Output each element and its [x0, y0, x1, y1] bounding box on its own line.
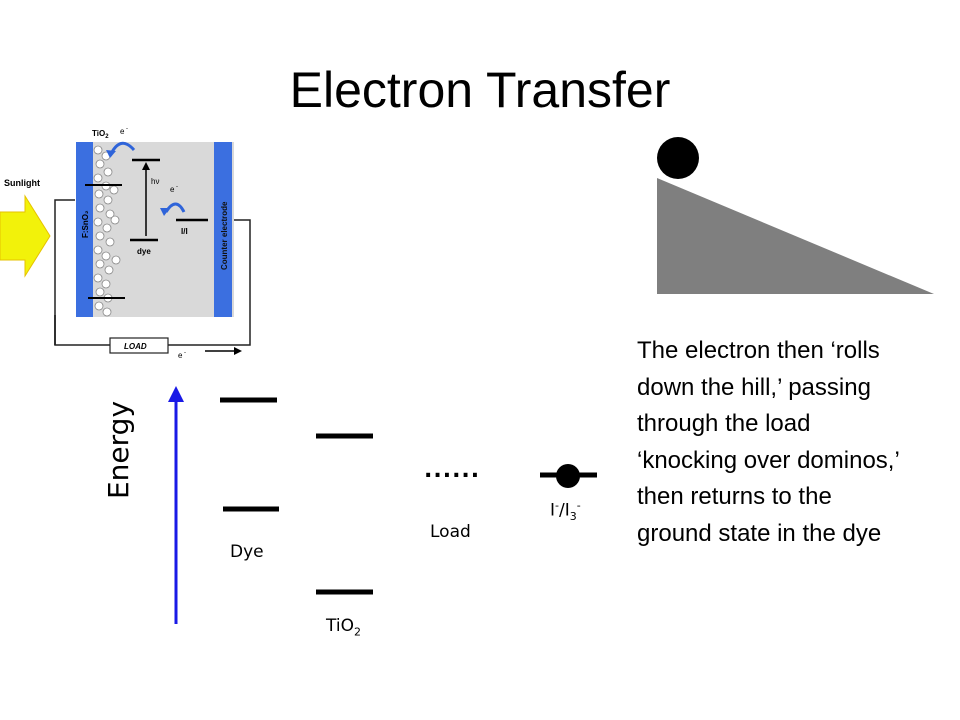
load-label: Load — [430, 522, 471, 542]
svg-text:-: - — [176, 184, 178, 190]
svg-text:-: - — [184, 350, 186, 356]
cell-load-label: LOAD — [124, 342, 147, 351]
energy-level-diagram: ...... Dye Load TiO2 I-/I3- — [120, 380, 620, 640]
cell-hv-label: hν — [151, 177, 159, 186]
cell-counter-electrode-label: Counter electrode — [220, 201, 229, 270]
description-text: The electron then ‘rolls down the hill,’… — [637, 337, 899, 547]
hill-slope — [657, 178, 934, 294]
svg-text:-: - — [126, 126, 128, 132]
cell-electron-label-top: e — [120, 127, 125, 136]
sunlight-arrow — [0, 194, 51, 278]
redox-label: I-/I3- — [550, 499, 581, 524]
page-title: Electron Transfer — [289, 62, 671, 118]
cell-redox-label: I/I — [181, 227, 188, 236]
counter-electrode — [214, 142, 232, 317]
sunlight-label: Sunlight — [4, 178, 40, 188]
dye-label: Dye — [230, 542, 264, 562]
cell-tio2-label: TiO2 — [92, 129, 109, 140]
load-box — [109, 337, 169, 354]
ball — [657, 137, 699, 179]
tio2-particles — [93, 145, 121, 317]
cell-electron-label-bottom: e — [178, 351, 183, 360]
tio2-label: TiO2 — [326, 616, 361, 639]
solar-cell-diagram: Sunlight TiO2 e - hν e - dye I/I F:SnO₂ … — [0, 126, 251, 360]
load-dots: ...... — [424, 458, 481, 483]
hill-illustration — [657, 137, 934, 294]
redox-electron — [556, 464, 580, 488]
energy-axis-label: Energy — [102, 400, 135, 500]
cell-dye-label: dye — [137, 247, 151, 256]
cell-fsno2-label: F:SnO₂ — [81, 210, 90, 238]
cell-electron-label-mid: e — [170, 185, 175, 194]
